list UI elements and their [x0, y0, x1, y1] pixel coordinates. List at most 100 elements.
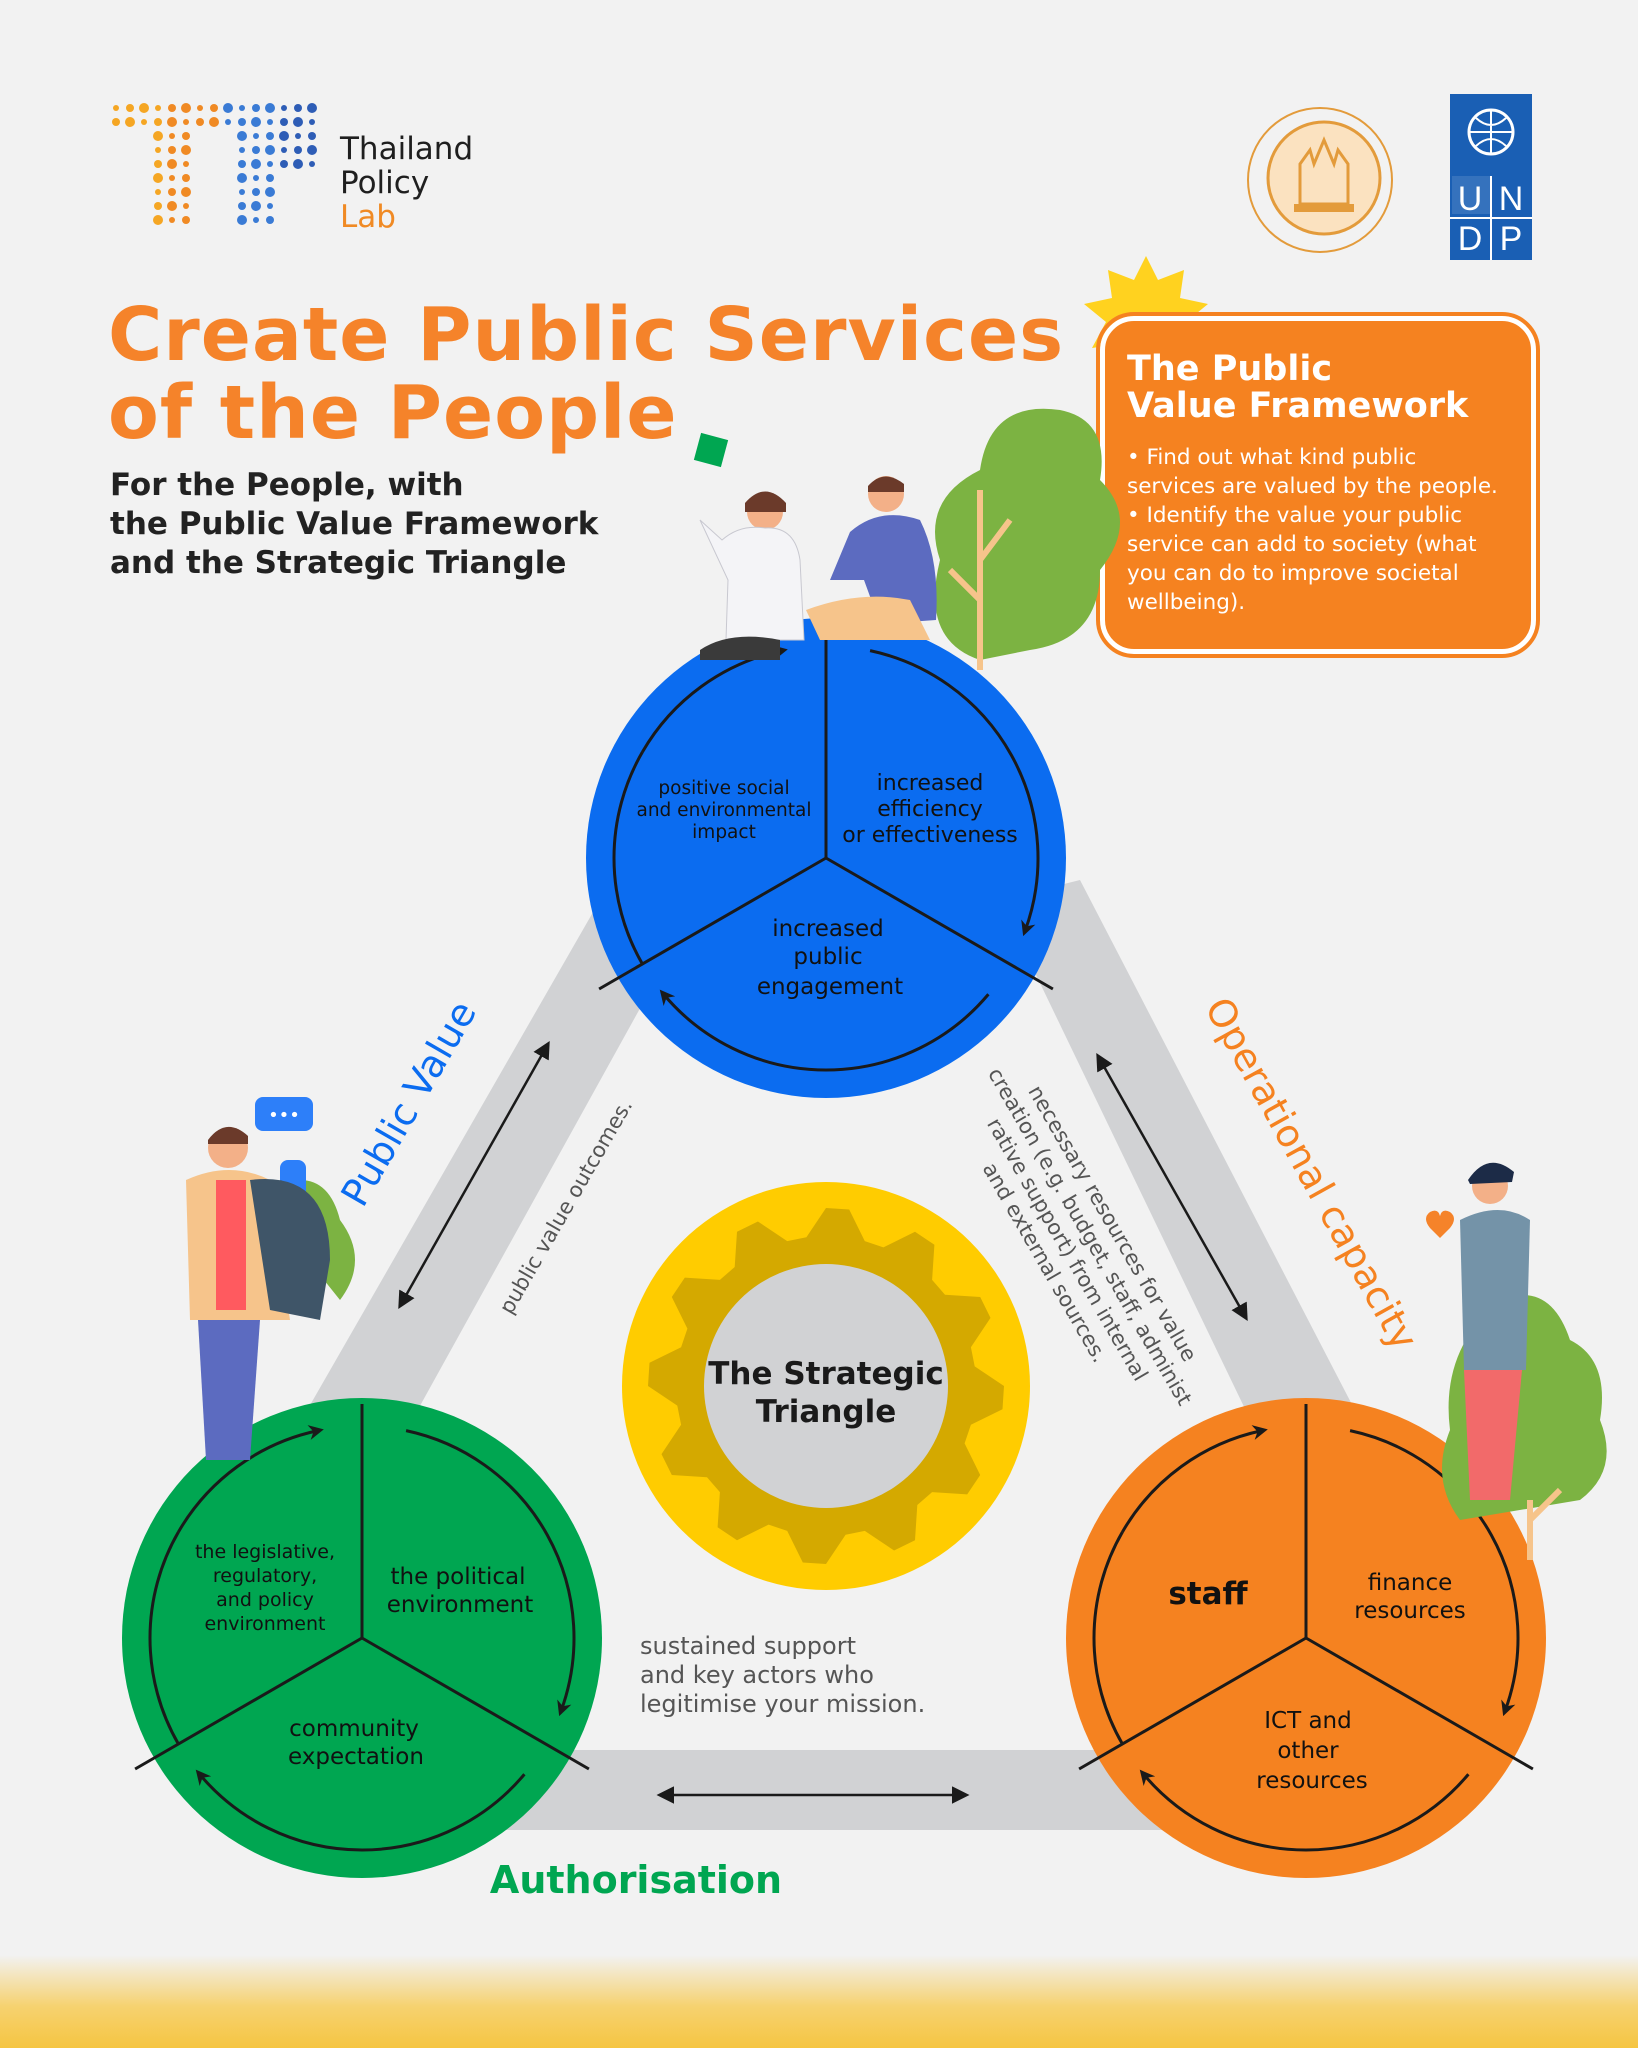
- logo-dot: [181, 103, 191, 113]
- pv-seg3-l2: public: [793, 944, 862, 970]
- subtitle-line2: the Public Value Framework: [110, 506, 599, 542]
- right-edge-arrow: [1096, 1052, 1248, 1322]
- logo-dot: [209, 117, 219, 127]
- pv-seg3-l3: engagement: [757, 974, 903, 1000]
- circle-orange-cycle-arrow: [1121, 1425, 1268, 1533]
- center-line1: The Strategic: [708, 1356, 943, 1392]
- logo-dot: [308, 132, 316, 140]
- op-seg2-l2: resources: [1354, 1598, 1465, 1624]
- page-title: Create Public Services of the People: [108, 296, 1064, 452]
- logo-wordmark: Thailand Policy Lab: [340, 132, 473, 234]
- logo-dot: [125, 117, 135, 127]
- logo-dot: [307, 145, 317, 155]
- svg-text:P: P: [1500, 220, 1523, 258]
- logo-dot: [251, 117, 261, 127]
- public-value-circle: [586, 618, 1066, 1098]
- circle-green-divider: [134, 1636, 363, 1771]
- logo-dot: [155, 105, 161, 111]
- nesdc-seal-logo: [1247, 107, 1393, 253]
- au-seg2-l1: the political: [390, 1564, 525, 1590]
- operational-capacity-circle: [1066, 1398, 1546, 1878]
- logo-dot: [266, 132, 274, 140]
- logo-dot: [155, 147, 161, 153]
- authorisation-label: Authorisation: [490, 1858, 782, 1902]
- left-person-illustration: •••: [186, 1097, 355, 1460]
- operational-segments: staff finance resources ICT and other re…: [1168, 1570, 1465, 1794]
- logo-dot: [196, 118, 204, 126]
- bottom-note-line2: and key actors who: [640, 1661, 874, 1689]
- logo-dot: [237, 131, 247, 141]
- logo-dot: [169, 133, 175, 139]
- logo-dot: [153, 131, 163, 141]
- op-seg3-l3: resources: [1256, 1768, 1367, 1794]
- heart-icon: [1426, 1210, 1454, 1238]
- logo-dot: [153, 215, 163, 225]
- logo-dot: [155, 189, 161, 195]
- logo-dot: [139, 103, 149, 113]
- circle-blue-cycle-arrow: [659, 989, 990, 1072]
- top-tree-illustration: [935, 408, 1120, 670]
- svg-text:D: D: [1458, 220, 1483, 258]
- op-seg1-l1: staff: [1168, 1576, 1248, 1612]
- logo-dot: [126, 104, 134, 112]
- op-seg3-l2: other: [1277, 1738, 1339, 1764]
- bottom-gradient-bar: [0, 1955, 1638, 2048]
- logo-dot: [309, 119, 315, 125]
- logo-dot: [307, 103, 317, 113]
- pv-title-line2: Value Framework: [1127, 386, 1469, 426]
- authorisation-segments: the legislative, regulatory, and policy …: [195, 1541, 533, 1770]
- pv-title-line1: The Public: [1127, 349, 1333, 389]
- op-seg3-l1: ICT and: [1264, 1708, 1351, 1734]
- circle-green-cycle-arrow: [195, 1769, 526, 1852]
- logo-dot: [154, 160, 162, 168]
- logo-dot: [169, 175, 175, 181]
- logo-dot: [266, 216, 274, 224]
- pv-seg2-l1: increased: [877, 771, 984, 796]
- logo-dot: [309, 161, 315, 167]
- logo-dot: [167, 201, 177, 211]
- logo-dot: [294, 146, 302, 154]
- circle-orange-cycle-arrow: [1349, 1429, 1520, 1717]
- logo-dot: [223, 103, 233, 113]
- left-edge-arrow: [398, 1040, 550, 1310]
- au-seg1-l4: environment: [204, 1613, 325, 1635]
- logo-dot: [168, 104, 176, 112]
- logo-dot: [210, 104, 218, 112]
- au-seg2-l2: environment: [387, 1592, 533, 1618]
- logo-dot: [182, 174, 190, 182]
- logo-dot: [253, 175, 259, 181]
- logo-dot: [183, 161, 189, 167]
- logo-dot: [293, 117, 303, 127]
- logo-dot: [237, 173, 247, 183]
- subtitle-line3: and the Strategic Triangle: [110, 545, 567, 581]
- logo-dot: [252, 146, 260, 154]
- logo-dot: [238, 160, 246, 168]
- title-line2: of the People: [108, 370, 678, 456]
- bottom-note-line1: sustained support: [640, 1632, 856, 1660]
- logo-dot: [238, 118, 246, 126]
- pv-seg1-l1: positive social: [658, 778, 789, 799]
- right-person-illustration: [1426, 1162, 1607, 1560]
- logo-dot: [238, 202, 246, 210]
- logo-dot: [251, 201, 261, 211]
- circle-orange-cycle-arc: [1092, 1531, 1124, 1745]
- logo-dot: [239, 105, 245, 111]
- circle-blue-cycle-arc: [612, 751, 644, 965]
- logo-dot: [239, 147, 245, 153]
- logo-dot: [181, 187, 191, 197]
- au-seg3-l2: expectation: [288, 1744, 424, 1770]
- logo-dot: [279, 131, 289, 141]
- logo-dot: [153, 173, 163, 183]
- logo-dot: [168, 188, 176, 196]
- logo-dot: [225, 119, 231, 125]
- au-seg1-l3: and policy: [216, 1589, 314, 1611]
- pv-bullet2-line1: • Identify the value your public: [1127, 503, 1463, 528]
- circle-blue-divider: [598, 856, 827, 991]
- op-seg2-l1: finance: [1368, 1570, 1453, 1596]
- public-value-segments: positive social and environmental impact…: [637, 771, 1018, 1000]
- page-subtitle: For the People, with the Public Value Fr…: [110, 466, 598, 583]
- svg-text:N: N: [1499, 180, 1524, 218]
- au-seg3-l1: community: [289, 1716, 419, 1742]
- circle-blue-cycle-arrow: [869, 649, 1040, 937]
- logo-dot: [267, 203, 273, 209]
